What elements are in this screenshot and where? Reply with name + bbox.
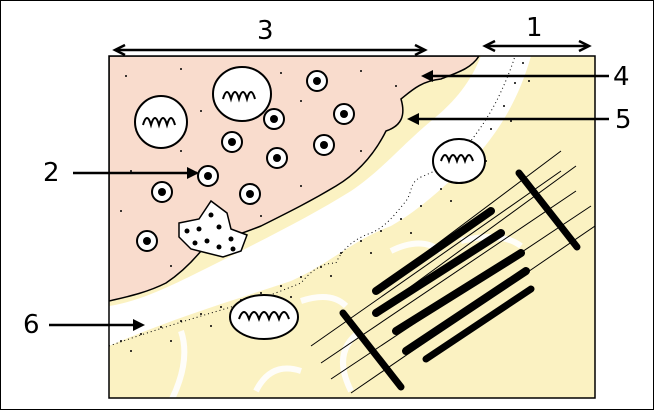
label-1: 1 (526, 13, 543, 43)
label-5: 5 (615, 105, 632, 135)
label-6: 6 (23, 310, 40, 340)
label-2: 2 (43, 158, 60, 188)
dimension-arrows (115, 41, 589, 55)
label-4: 4 (613, 62, 630, 92)
label-3: 3 (257, 16, 274, 46)
